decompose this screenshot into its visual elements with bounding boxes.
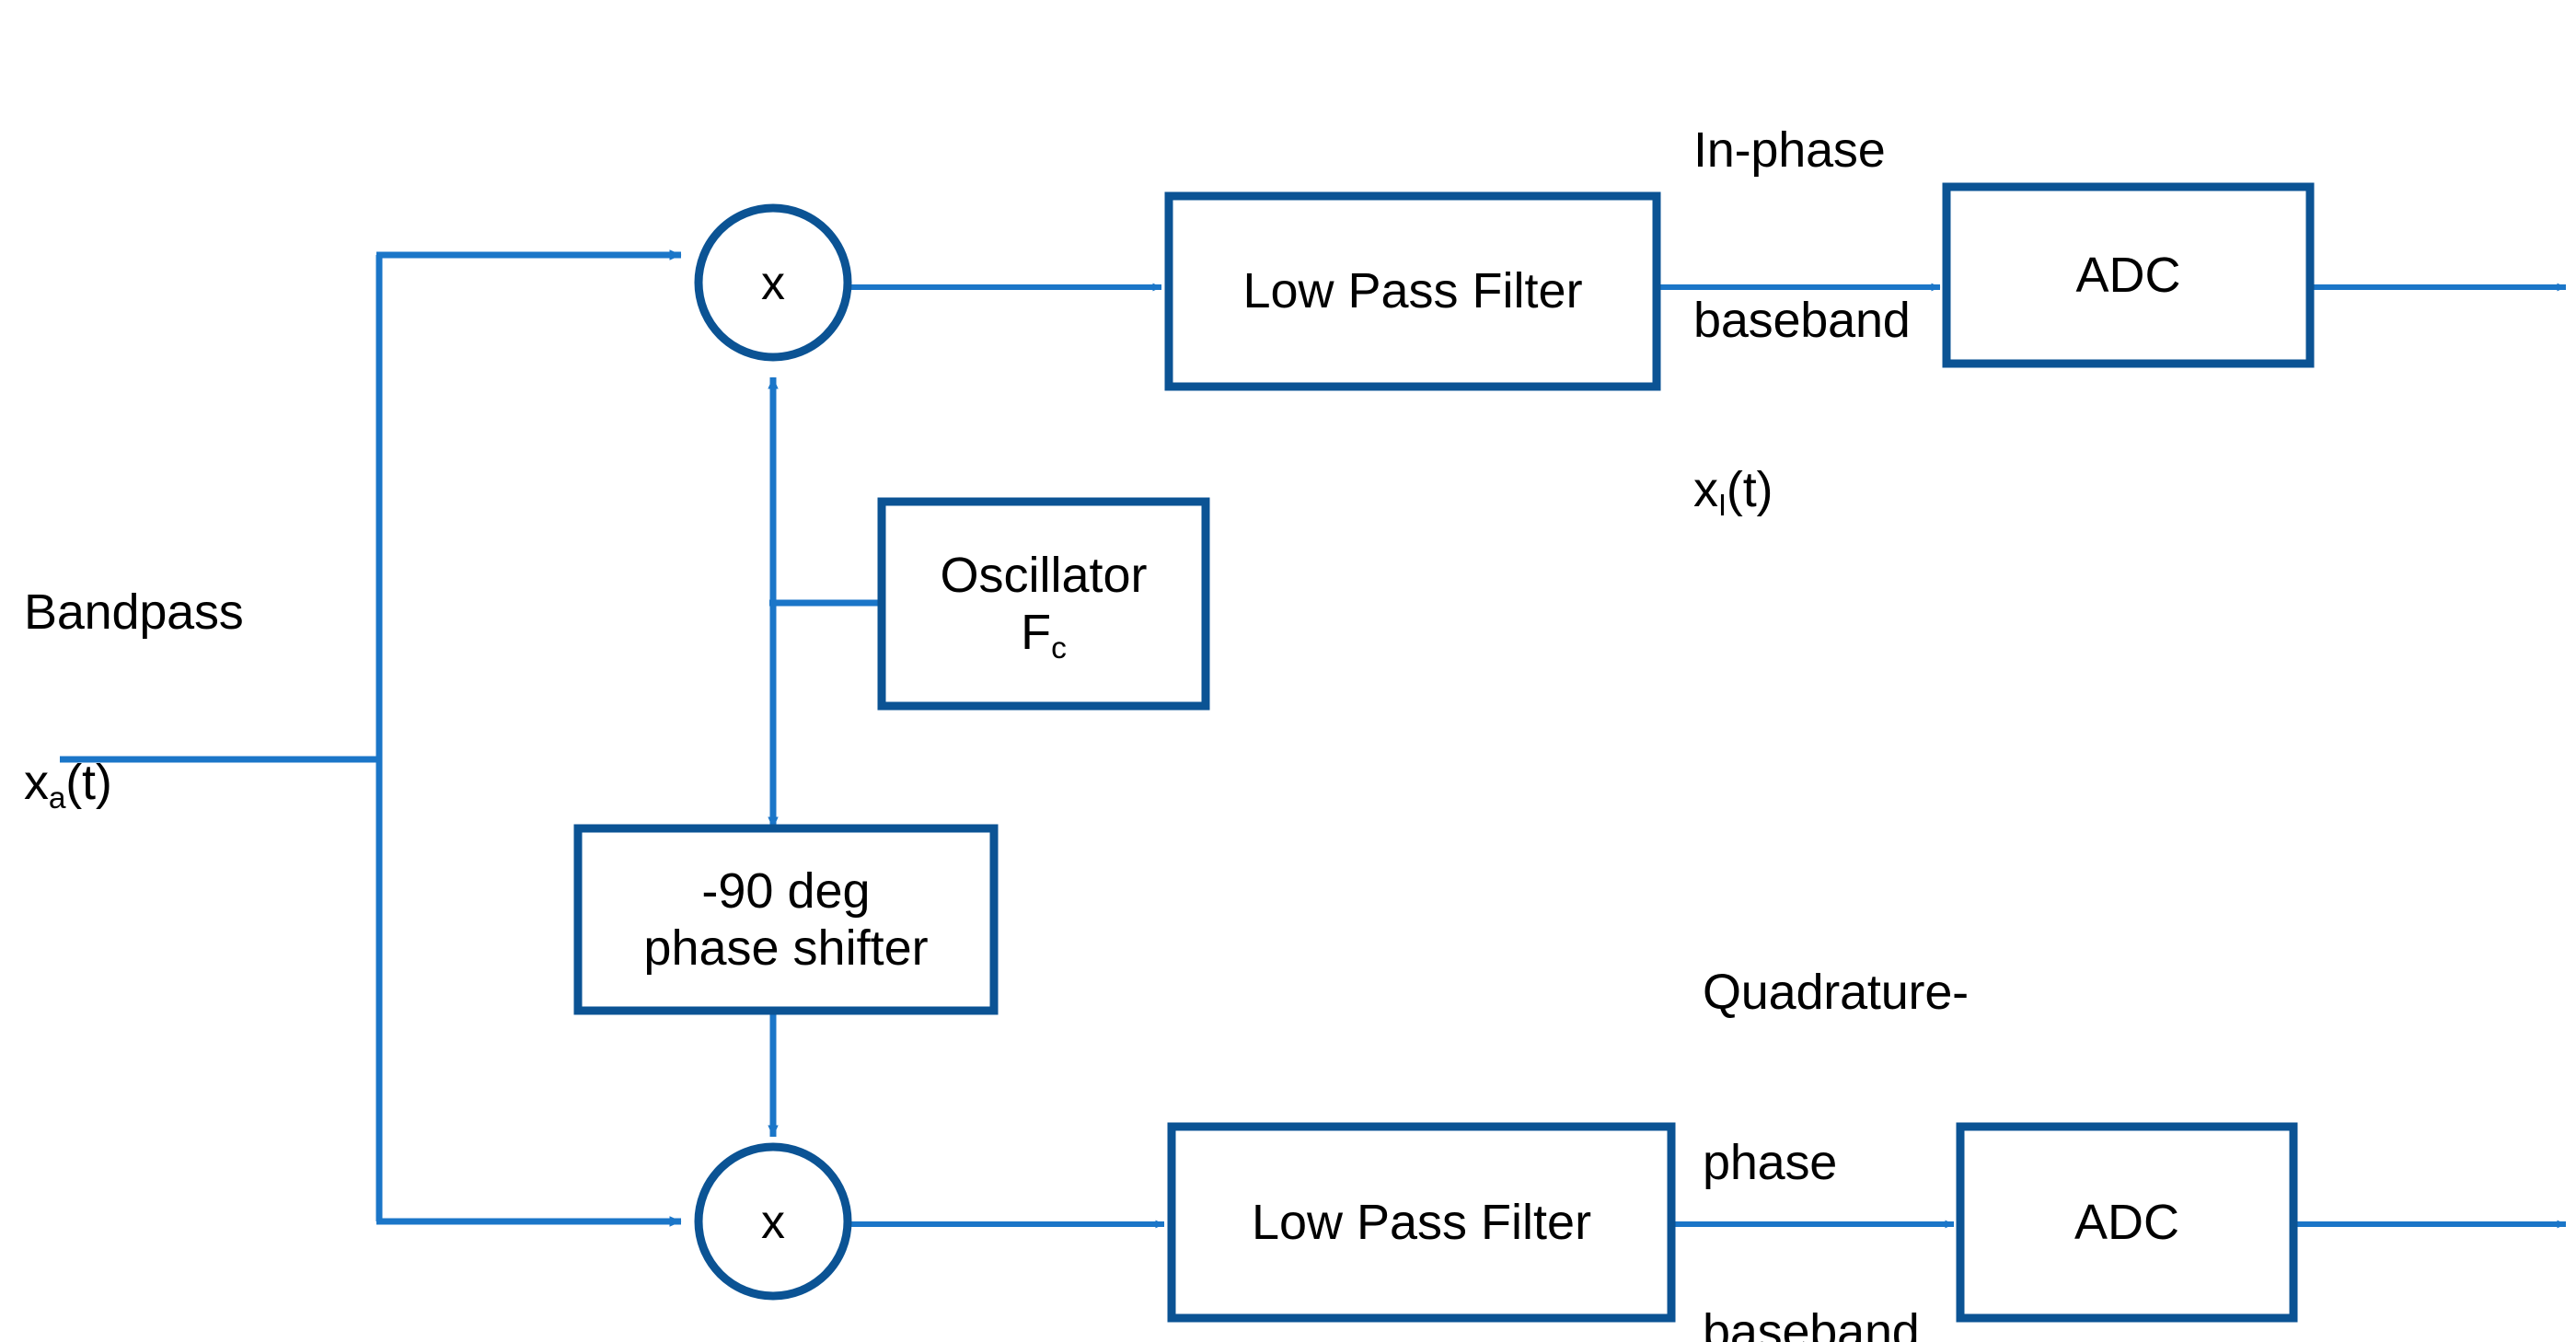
quadrature-label-line1: Quadrature- <box>1703 965 1969 1021</box>
low-pass-filter-q-box[interactable] <box>1167 1122 1676 1323</box>
phase-shifter-label-line2: phase shifter <box>643 920 929 976</box>
phase-shifter-box[interactable] <box>573 824 999 1015</box>
input-signal-label-line1: Bandpass <box>24 584 244 641</box>
quadrature-label-line3: baseband <box>1703 1304 1920 1342</box>
adc-q-box[interactable] <box>1956 1122 2298 1323</box>
input-signal-subscript: a <box>48 781 66 816</box>
input-signal-label: Bandpass xa(t) <box>24 471 244 924</box>
adc-i-label: ADC <box>2075 247 2181 303</box>
low-pass-filter-q-label: Low Pass Filter <box>1251 1194 1592 1250</box>
in-phase-mixer-circle[interactable] <box>694 203 852 362</box>
quadrature-mixer-symbol: x <box>761 1196 785 1249</box>
inphase-x-subscript: I <box>1717 489 1727 524</box>
inphase-label-line2: baseband <box>1693 292 1911 348</box>
input-signal-x: x <box>24 754 49 810</box>
oscillator-label-line1: Oscillator <box>940 547 1148 603</box>
inphase-label-line1: In-phase <box>1693 122 1886 179</box>
input-signal-tail: (t) <box>65 754 112 810</box>
phase-shifter-label: -90 deg phase shifter <box>578 828 994 1011</box>
oscillator-f-symbol: F <box>1021 605 1052 660</box>
inphase-baseband-label: In-phase baseband xI(t) <box>1693 9 1911 632</box>
quadrature-mixer-circle[interactable] <box>694 1142 852 1301</box>
quadrature-label-line2: phase <box>1703 1134 1838 1190</box>
oscillator-label: Oscillator Fc <box>882 502 1206 706</box>
adc-q-label: ADC <box>2074 1194 2179 1250</box>
quadrature-baseband-label: Quadrature- phase baseband xQ(t) <box>1703 851 1969 1342</box>
oscillator-f-subscript: c <box>1051 631 1067 666</box>
oscillator-box[interactable] <box>877 497 1210 711</box>
inphase-label-line3: xI(t) <box>1693 462 1911 523</box>
oscillator-label-line2: Fc <box>1021 604 1067 665</box>
low-pass-filter-i-box[interactable] <box>1164 191 1661 391</box>
adc-i-box[interactable] <box>1942 182 2315 368</box>
inphase-x-symbol: x <box>1693 462 1718 518</box>
input-signal-label-line2: xa(t) <box>24 754 244 816</box>
in-phase-mixer-symbol: x <box>761 257 785 310</box>
inphase-x-tail: (t) <box>1726 462 1773 518</box>
phase-shifter-label-line1: -90 deg <box>701 862 871 919</box>
low-pass-filter-i-label: Low Pass Filter <box>1242 263 1583 319</box>
